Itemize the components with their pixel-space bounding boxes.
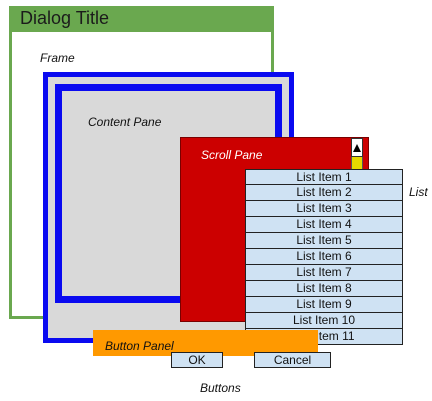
arrow-up-icon (353, 143, 361, 152)
buttons-label: Buttons (200, 381, 241, 395)
list: List Item 1 List Item 2 List Item 3 List… (245, 169, 403, 345)
list-item[interactable]: List Item 7 (245, 265, 403, 281)
list-item[interactable]: List Item 1 (245, 169, 403, 185)
list-item[interactable]: List Item 4 (245, 217, 403, 233)
list-item[interactable]: List Item 10 (245, 313, 403, 329)
list-item[interactable]: List Item 3 (245, 201, 403, 217)
dialog-title: Dialog Title (20, 8, 110, 28)
list-item[interactable]: List Item 6 (245, 249, 403, 265)
content-pane-label: Content Pane (88, 115, 162, 129)
list-item[interactable]: List Item 2 (245, 185, 403, 201)
ok-button[interactable]: OK (171, 352, 223, 368)
scroll-pane-label: Scroll Pane (201, 148, 263, 162)
cancel-button[interactable]: Cancel (254, 352, 331, 368)
frame-label: Frame (40, 51, 75, 65)
scroll-up-button[interactable] (351, 138, 363, 157)
list-label: List (409, 185, 428, 199)
list-item[interactable]: List Item 8 (245, 281, 403, 297)
list-item[interactable]: List Item 9 (245, 297, 403, 313)
button-panel-label: Button Panel (105, 339, 174, 353)
list-item[interactable]: List Item 5 (245, 233, 403, 249)
button-panel (93, 330, 318, 356)
dialog-titlebar[interactable] (9, 6, 274, 32)
